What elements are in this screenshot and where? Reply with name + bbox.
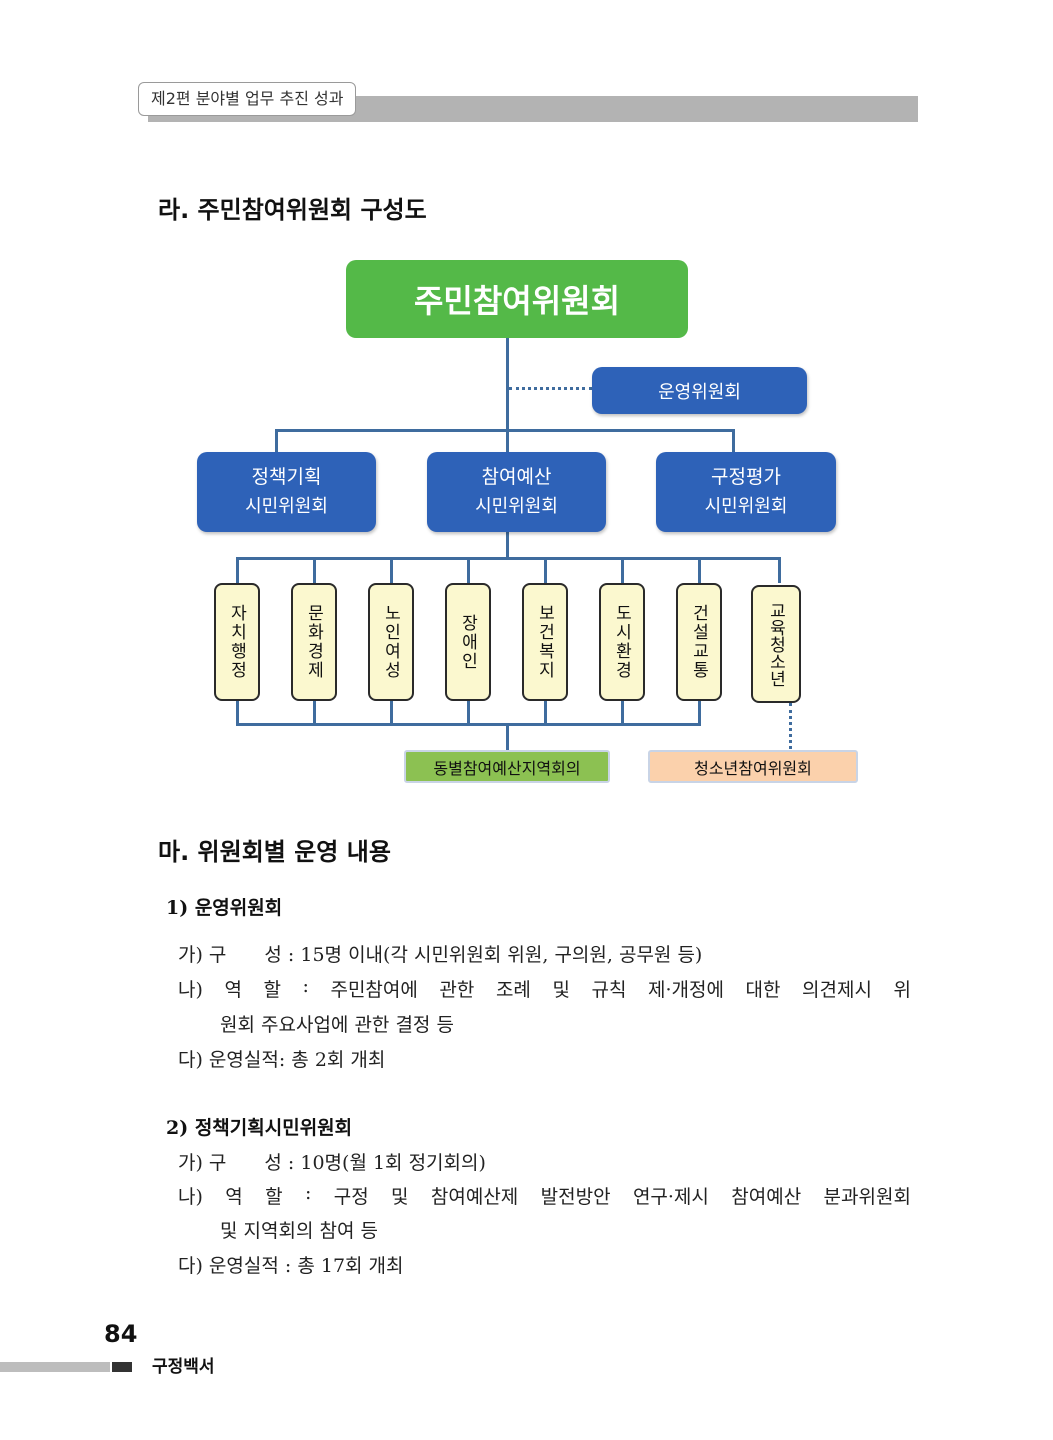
committee-box-evaluation: 구정평가 시민위원회 — [656, 452, 836, 532]
word: 위 — [893, 979, 911, 1001]
word: 규칙 — [591, 979, 627, 1001]
youth-council-box: 청소년참여위원회 — [648, 750, 858, 783]
word: 조례 — [495, 979, 531, 1001]
item-role-continued: 및 지역회의 참여 등 — [220, 1220, 378, 1242]
word: 할 — [263, 979, 281, 1001]
connector-line — [698, 557, 701, 583]
connector-line — [698, 701, 701, 726]
word: 발전방안 — [540, 1186, 611, 1208]
connector-line — [544, 557, 547, 583]
word: 역 — [224, 979, 242, 1001]
word: 할 — [265, 1186, 283, 1208]
subcommittee-box: 문화경제 — [291, 583, 337, 701]
connector-line — [621, 557, 624, 583]
committee-type: 시민위원회 — [245, 496, 328, 517]
word: 참여예산제 — [430, 1186, 519, 1208]
item-performance: 다) 운영실적: 총 2회 개최 — [178, 1049, 386, 1071]
connector-line — [506, 338, 509, 452]
item-role: 나) 역 할 : 구정 및 참여예산제 발전방안 연구·제시 참여예산 분과위원… — [178, 1182, 911, 1209]
subcommittee-box: 보건복지 — [522, 583, 568, 701]
connector-dotted — [509, 387, 592, 390]
word: : — [304, 1182, 312, 1204]
footer-square — [112, 1362, 132, 1372]
item-performance: 다) 운영실적 : 총 17회 개최 — [178, 1255, 404, 1277]
word: 의견제시 — [802, 979, 872, 1001]
committee-box-budget: 참여예산 시민위원회 — [427, 452, 606, 532]
subcommittee-label: 교육청소년 — [765, 601, 786, 687]
connector-line — [236, 723, 701, 726]
committee-name: 참여예산 — [481, 466, 552, 488]
subcommittee-label: 자치행정 — [226, 604, 247, 680]
subcommittee-label: 장애인 — [457, 613, 478, 671]
connector-line — [390, 701, 393, 726]
connector-line — [236, 557, 781, 560]
connector-line — [506, 723, 509, 750]
item-composition: 가) 구 성 : 10명(월 1회 정기회의) — [178, 1152, 486, 1174]
connector-line — [275, 429, 735, 432]
word: 역 — [225, 1186, 243, 1208]
word: 구정 — [333, 1186, 369, 1208]
subcommittee-box: 노인여성 — [368, 583, 414, 701]
subcommittee-box: 장애인 — [445, 583, 491, 701]
committee-name: 구정평가 — [711, 466, 781, 488]
subcommittee-label: 건설교통 — [688, 604, 709, 680]
word: 제·개정에 — [648, 979, 724, 1001]
connector-line — [732, 429, 735, 452]
word: 및 — [391, 1186, 409, 1208]
section-title-ma: 마. 위원회별 운영 내용 — [158, 838, 391, 866]
operating-committee-box: 운영위원회 — [592, 367, 807, 414]
word: 나) — [178, 979, 203, 1001]
word: 연구·제시 — [632, 1186, 709, 1208]
connector-line — [778, 557, 781, 583]
connector-dotted — [789, 703, 792, 749]
word: : — [302, 975, 309, 997]
subcommittee-box: 도시환경 — [599, 583, 645, 701]
committee-name: 정책기획 — [251, 466, 322, 488]
connector-line — [236, 701, 239, 726]
connector-line — [275, 429, 278, 452]
word: 관한 — [439, 979, 475, 1001]
connector-line — [236, 557, 239, 583]
subcommittee-label: 노인여성 — [380, 604, 401, 680]
subcommittee-label: 보건복지 — [534, 604, 555, 680]
connector-line — [621, 701, 624, 726]
connector-line — [467, 701, 470, 726]
word: 분과위원회 — [823, 1186, 911, 1208]
committee-type: 시민위원회 — [704, 496, 788, 517]
word: 참여예산 — [731, 1186, 802, 1208]
item-composition: 가) 구 성 : 15명 이내(각 시민위원회 위원, 구의원, 공무원 등) — [178, 944, 703, 966]
dong-council-box: 동별참여예산지역회의 — [404, 750, 610, 783]
connector-line — [313, 701, 316, 726]
section-label: 제2편 분야별 업무 추진 성과 — [138, 82, 357, 116]
word: 주민참여에 — [330, 979, 418, 1001]
committee-box-policy: 정책기획 시민위원회 — [197, 452, 376, 532]
item-role-continued: 원회 주요사업에 관한 결정 등 — [220, 1014, 454, 1036]
subsection-title-1: 1) 운영위원회 — [166, 897, 283, 919]
connector-line — [544, 701, 547, 726]
subcommittee-box: 건설교통 — [676, 583, 722, 701]
connector-line — [313, 557, 316, 583]
item-role: 나) 역 할 : 주민참여에 관한 조례 및 규칙 제·개정에 대한 의견제시 … — [178, 975, 911, 1002]
book-title: 구정백서 — [152, 1357, 215, 1377]
subcommittee-box: 교육청소년 — [751, 585, 801, 703]
connector-line — [506, 532, 509, 559]
word: 나) — [178, 1186, 203, 1208]
org-top-box: 주민참여위원회 — [346, 260, 688, 338]
subsection-title-2: 2) 정책기획시민위원회 — [166, 1117, 353, 1139]
section-title-ra: 라. 주민참여위원회 구성도 — [158, 196, 427, 224]
connector-line — [467, 557, 470, 583]
word: 대한 — [745, 979, 781, 1001]
word: 및 — [552, 979, 570, 1001]
connector-line — [390, 557, 393, 583]
subcommittee-label: 문화경제 — [303, 604, 324, 680]
subcommittee-box: 자치행정 — [214, 583, 260, 701]
committee-type: 시민위원회 — [475, 496, 558, 517]
subcommittee-label: 도시환경 — [611, 604, 632, 680]
page-number: 84 — [104, 1320, 138, 1348]
footer-bar — [0, 1362, 110, 1372]
